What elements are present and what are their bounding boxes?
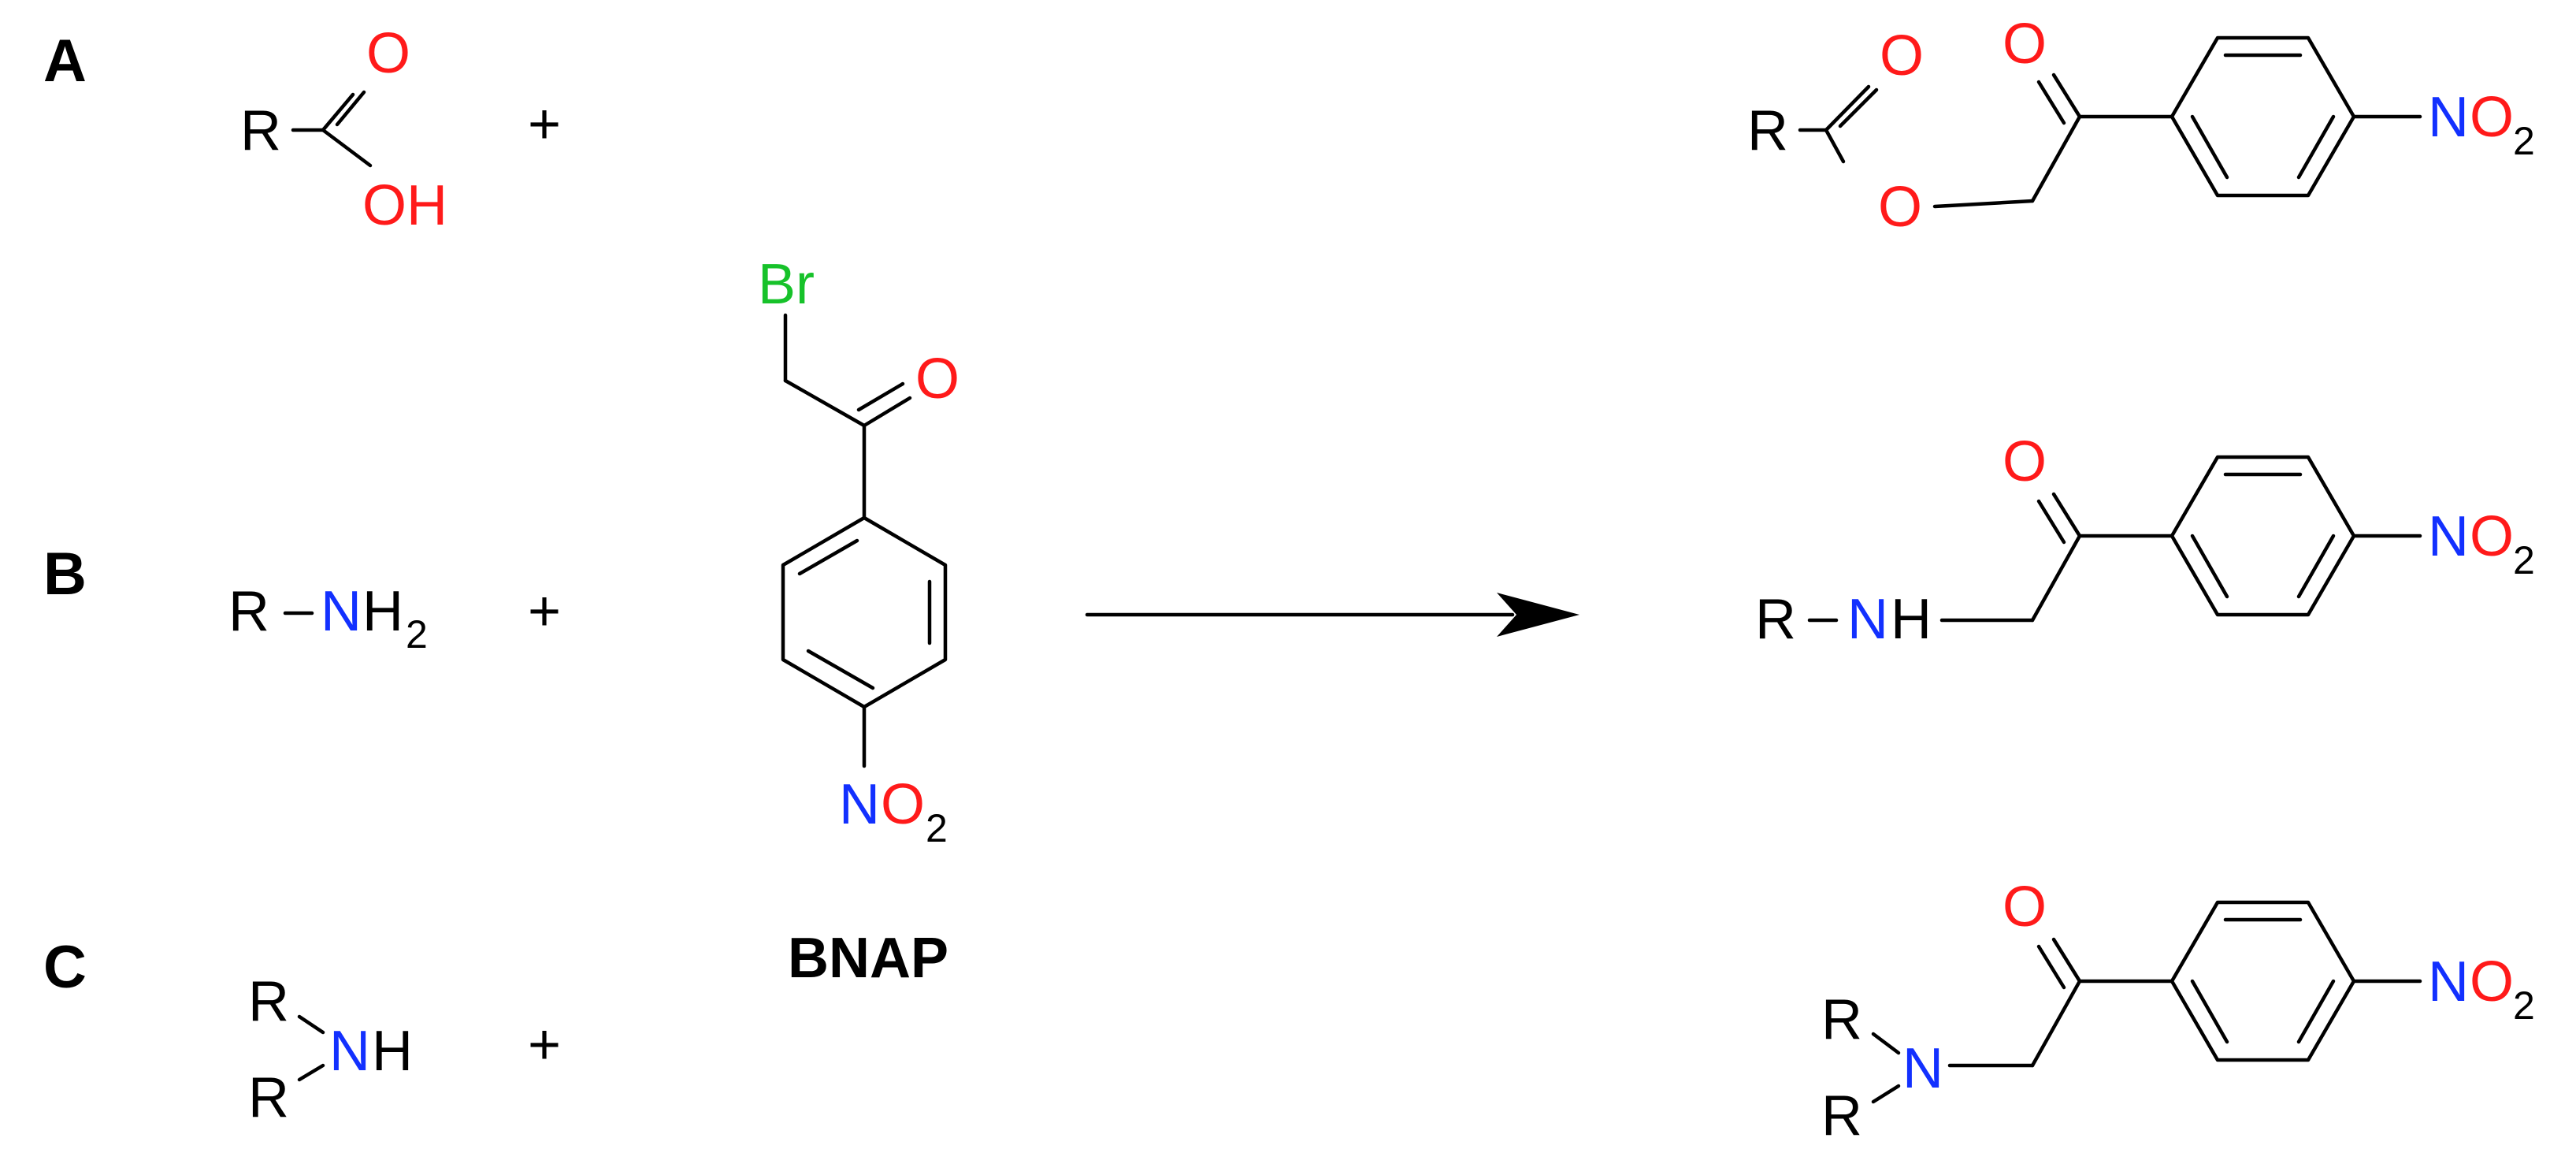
sec-amine-r-top: R — [248, 970, 289, 1033]
acid-hydroxyl: OH — [362, 174, 447, 237]
bnap-carbonyl-o: O — [915, 348, 960, 411]
ester-link-o: O — [1878, 176, 1922, 239]
product-ester: R O O O N O 2 — [1747, 13, 2535, 239]
sec-amine-h: H — [372, 1020, 413, 1083]
acid-r-label: R — [240, 99, 281, 162]
prodc-nitro-o: O — [2470, 950, 2514, 1013]
prodc-r-top: R — [1821, 988, 1862, 1051]
bnap-label: BNAP — [788, 927, 948, 990]
prodb-nitro-o: O — [2470, 505, 2514, 568]
sec-amine-n: N — [329, 1020, 370, 1083]
prodc-n: N — [1902, 1037, 1943, 1100]
plus-sign-b: + — [528, 580, 561, 643]
prodc-ketone-o: O — [2003, 876, 2047, 939]
bnap-nitro-subscript: 2 — [926, 806, 948, 850]
prodc-nitro-n: N — [2428, 950, 2469, 1013]
amine-n: N — [321, 580, 362, 643]
prodb-nitro-subscript: 2 — [2513, 538, 2535, 582]
reaction-arrow — [1085, 593, 1579, 637]
amine-h: H — [362, 580, 403, 643]
product-tertiary-amine: R R N O N O 2 — [1821, 876, 2535, 1147]
sec-amine-r-bottom: R — [248, 1066, 289, 1129]
ester-nitro-o: O — [2470, 86, 2514, 149]
product-secondary-amine: R N H O N O 2 — [1755, 430, 2535, 651]
ester-carbonyl-o: O — [1880, 24, 1924, 87]
prodb-h: H — [1891, 588, 1932, 651]
prodc-r-bottom: R — [1821, 1084, 1862, 1147]
row-label-c: C — [43, 934, 87, 1001]
carboxylic-acid: R O OH — [240, 22, 447, 237]
secondary-amine: R R N H — [248, 970, 413, 1129]
ester-r-label: R — [1747, 99, 1788, 162]
bnap-nitro-o: O — [881, 773, 925, 836]
plus-sign-c: + — [528, 1013, 561, 1077]
row-label-a: A — [43, 28, 87, 95]
acid-carbonyl-o: O — [366, 22, 410, 85]
prodb-nitro-n: N — [2428, 505, 2469, 568]
prodb-r-label: R — [1755, 588, 1796, 651]
amine-subscript: 2 — [406, 612, 428, 656]
primary-amine: R N H 2 — [228, 580, 428, 656]
bnap-bromine: Br — [758, 253, 815, 316]
ester-ketone-o: O — [2003, 13, 2047, 76]
ester-nitro-subscript: 2 — [2513, 119, 2535, 163]
plus-sign-a: + — [528, 93, 561, 156]
prodc-nitro-subscript: 2 — [2513, 984, 2535, 1028]
bnap-structure: Br O N O 2 — [758, 253, 960, 850]
row-label-b: B — [43, 541, 87, 608]
ester-nitro-n: N — [2428, 86, 2469, 149]
amine-r-label: R — [228, 580, 269, 643]
prodb-ketone-o: O — [2003, 430, 2047, 493]
bnap-nitro-n: N — [839, 773, 880, 836]
prodb-n: N — [1847, 588, 1888, 651]
